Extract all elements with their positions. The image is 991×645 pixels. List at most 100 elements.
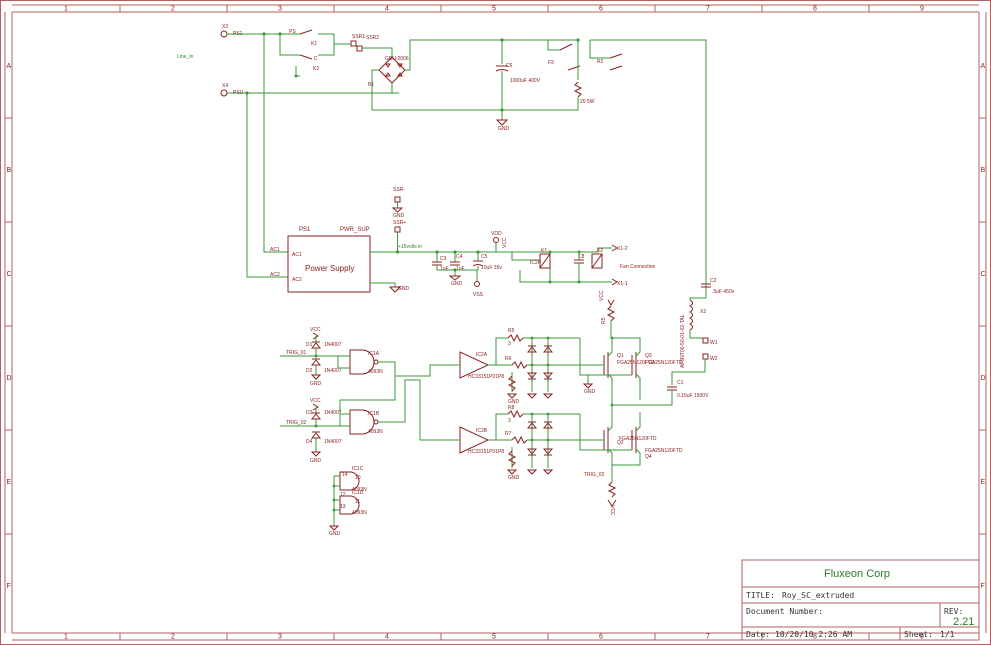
- ac2-net: AC2: [270, 272, 280, 278]
- pin-12: 12: [340, 492, 346, 498]
- x2-label: X2: [700, 309, 706, 315]
- ic2b-value: HC33151P01P8: [468, 449, 504, 455]
- title-label: TITLE:: [746, 591, 775, 600]
- nand-gate-ic1a: [349, 349, 375, 375]
- k1-coil: [539, 253, 551, 269]
- w1-connector: [702, 337, 709, 344]
- title-value: Roy_SC_extruded: [782, 591, 854, 600]
- row-label-d-right: D: [981, 375, 986, 382]
- col-label-1-bottom: 1: [64, 634, 68, 641]
- col-label-2-bottom: 2: [171, 634, 175, 641]
- fan-connection-label: Fan Connection: [620, 264, 656, 270]
- vss-symbol: [474, 281, 480, 287]
- k1-contact-label: K1: [311, 41, 317, 47]
- ssr-minus-label: SSR-: [393, 187, 405, 193]
- mains-input-section: X3 PS1 X4 PSU Line_In PS K1 K2 C SSR1 SS…: [177, 24, 707, 290]
- line-in-label: Line_In: [177, 54, 194, 60]
- d4-value: 1N4007: [324, 439, 342, 445]
- r7-label: R7: [505, 431, 512, 437]
- ac2-pin: AC2: [292, 277, 302, 283]
- ic1c-pin: 10: [355, 475, 361, 481]
- power-supply-block: [287, 235, 371, 293]
- x4-label: X4: [222, 83, 228, 89]
- col-label-4: 4: [385, 6, 389, 13]
- ic1a-value: 4093N: [368, 369, 383, 375]
- inductor-coil: [689, 299, 693, 331]
- col-label-5-bottom: 5: [492, 634, 496, 641]
- col-label-9-bottom: 9: [920, 634, 924, 641]
- ic1c-label: IC1C: [352, 466, 364, 472]
- col-label-7-bottom: 7: [706, 634, 710, 641]
- c5-label: C5: [481, 254, 488, 260]
- gate-drive-section: VCC D1 1N4007 D2 1N4007 GND TRIG_01 VCC …: [280, 290, 683, 537]
- pin-14: 14: [342, 472, 348, 478]
- rev-value: 2.21: [953, 616, 974, 628]
- ic1d-pin: 11: [355, 499, 360, 505]
- q3-label: Q3: [645, 353, 652, 359]
- d1-value: 1N4007: [324, 342, 342, 348]
- gnd-label-d2: GND: [310, 381, 322, 387]
- title-block: Fluxeon Corp TITLE: Roy_SC_extruded Docu…: [741, 559, 980, 641]
- ic1c-value: 4093N: [352, 487, 367, 493]
- sheet-value: 1/1: [940, 630, 955, 639]
- pwr-sup-label: PWR_SUP: [340, 227, 370, 233]
- nand-gate-ic1c: [339, 471, 360, 491]
- q2-value: FGA25N120FTD: [619, 436, 657, 442]
- bridge-part-label: GBU-2006: [385, 56, 409, 62]
- date-label: Date:: [746, 630, 770, 639]
- ssr-minus-connector: [394, 196, 401, 203]
- q3-value: FGA25N120FTD: [645, 360, 683, 366]
- f3-label: F3: [548, 60, 554, 66]
- gnd-label-ps: GND: [398, 286, 410, 292]
- c5-value: 10uF 35v: [481, 265, 502, 271]
- c-label: C: [314, 56, 318, 62]
- row-label-c: C: [7, 271, 12, 278]
- col-label-3-bottom: 3: [278, 634, 282, 641]
- k2-contact-label: K2: [313, 66, 319, 72]
- x12-label: X1-2: [617, 246, 628, 252]
- d3-label: D3: [306, 410, 313, 416]
- c6-label: C6: [506, 63, 513, 69]
- tank-section: C2 .5uF 450v AF6NT00-50-01-02-TAL X2 W1 …: [612, 278, 735, 406]
- sheet-label: Sheet:: [904, 630, 933, 639]
- row-label-a: A: [7, 63, 12, 70]
- col-label-5: 5: [492, 6, 496, 13]
- vcc-label-bottom: VCC: [609, 505, 615, 516]
- zone-labels: 1 2 3 4 5 6 7 8 9 1 2 3 4 5 6 7 8 9 A B …: [7, 6, 986, 641]
- gnd-label-c6: GND: [498, 126, 510, 132]
- ac1-net: AC1: [270, 247, 280, 253]
- row-label-f: F: [7, 583, 11, 590]
- c3-label: C3: [440, 256, 447, 262]
- col-label-6-bottom: 6: [599, 634, 603, 641]
- row-label-b: B: [7, 167, 12, 174]
- vcc-label-top: VCC: [502, 237, 508, 248]
- x11-label: X1-1: [617, 281, 628, 287]
- ic2a-value: HC33151P01P8: [468, 374, 504, 380]
- w2-connector: [702, 353, 709, 360]
- nand-gate-ic1d: [339, 495, 360, 515]
- ssr-plus-connector: [394, 226, 401, 233]
- document-number-label: Document Number:: [746, 607, 823, 616]
- x3-label: X3: [222, 24, 228, 30]
- vcc-label-d3: VCC: [310, 398, 321, 404]
- ic1b-value: 4093N: [368, 429, 383, 435]
- b1-label: B1: [368, 82, 374, 88]
- col-label-8: 8: [813, 6, 817, 13]
- col-label-9: 9: [920, 6, 924, 13]
- ps-label: PS: [289, 29, 296, 35]
- c4-label: C4: [456, 254, 463, 260]
- col-label-6: 6: [599, 6, 603, 13]
- w2-label: W2: [710, 356, 718, 362]
- ic1b-label: IC1B: [368, 411, 380, 417]
- connector-x3: [220, 30, 228, 38]
- ssr2-connector: [356, 45, 363, 52]
- power-supply-section: PS1 PWR_SUP Power Supply AC1 AC2 AC1 AC2…: [270, 187, 656, 298]
- ic2a-label: IC2A: [476, 352, 488, 358]
- trig02-label: TRIG_02: [286, 420, 307, 426]
- c8-label: C8: [578, 254, 585, 260]
- date-value: 10/20/10 2:26 AM: [775, 630, 852, 639]
- connector-x4: [220, 89, 228, 97]
